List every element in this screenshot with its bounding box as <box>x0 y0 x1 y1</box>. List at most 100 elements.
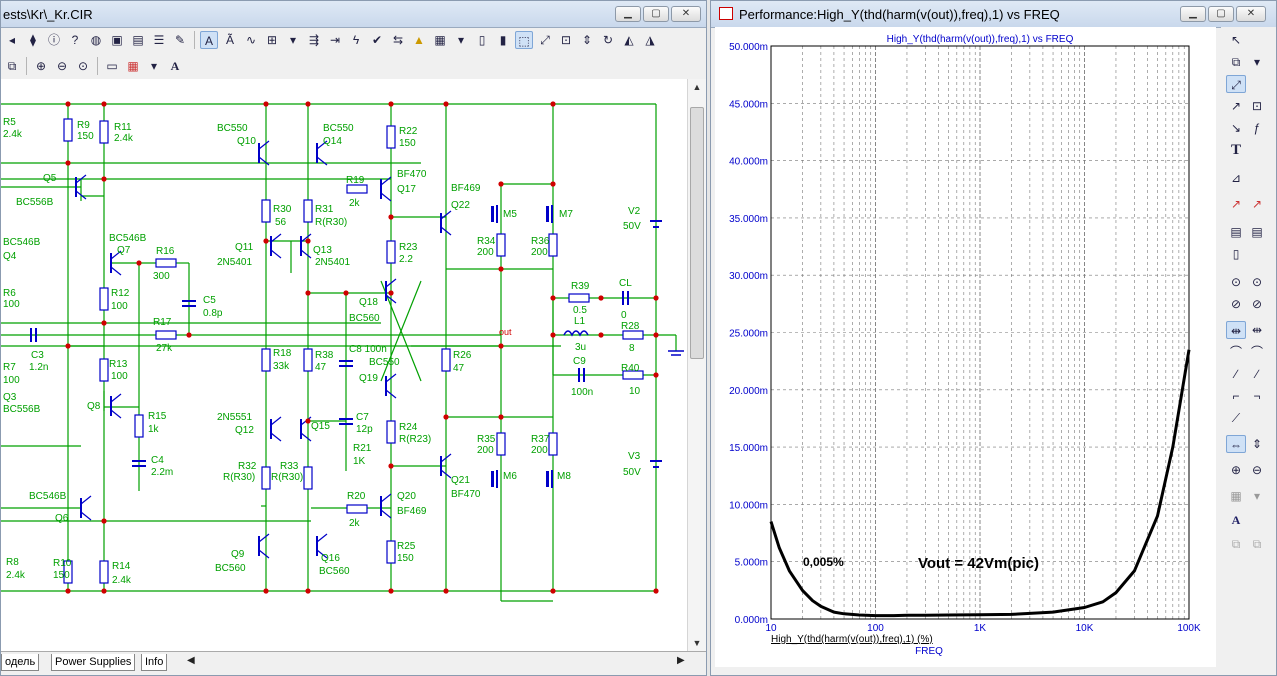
pointer-icon[interactable]: ↖ <box>1230 33 1242 47</box>
maximize-button[interactable]: ▢ <box>643 6 669 22</box>
flash-icon[interactable]: ϟ <box>352 33 360 47</box>
layers-icon[interactable]: ⧉ <box>7 59 17 73</box>
mirror-h-icon[interactable]: ◮ <box>645 33 655 47</box>
edit-icon[interactable]: ✎ <box>174 33 186 47</box>
measure-icon[interactable]: ⊡ <box>1251 99 1263 113</box>
zoom-in-icon-2[interactable]: ⊕ <box>1230 463 1242 477</box>
minimize-button-2[interactable]: ▁ <box>1180 6 1206 22</box>
grid-dots-icon[interactable]: ▦ <box>434 33 446 47</box>
region-icon[interactable]: ⊡ <box>560 33 572 47</box>
color-palette-icon[interactable]: ▦ <box>127 59 139 73</box>
pages-icon[interactable]: ▮ <box>499 33 507 47</box>
table-icon[interactable]: ▤ <box>1230 225 1242 239</box>
mirror-icon[interactable]: ◭ <box>624 33 634 47</box>
component-icon[interactable]: ⧫ <box>30 33 36 47</box>
dropdown-icon-2[interactable]: ▾ <box>457 33 465 47</box>
maximize-button-2[interactable]: ▢ <box>1208 6 1234 22</box>
junction-dot <box>263 588 269 594</box>
span-icon[interactable]: ⇔ <box>1226 435 1246 453</box>
check-icon[interactable]: ✔ <box>371 33 383 47</box>
copy-icon[interactable]: ⧉ <box>1231 55 1241 69</box>
search-left-icon[interactable]: ⊙ <box>1230 275 1242 289</box>
minimize-button[interactable]: ▁ <box>615 6 641 22</box>
formula-icon[interactable]: ƒ <box>1253 121 1261 135</box>
connect-icon[interactable]: ⇶ <box>308 33 320 47</box>
node-names-icon[interactable]: Ã <box>225 33 234 47</box>
dropdown-icon-3[interactable]: ▾ <box>150 59 158 73</box>
notes-icon[interactable]: ▤ <box>132 33 144 47</box>
peak-left-icon[interactable]: ⇹ <box>1226 321 1246 339</box>
slope-icon[interactable]: ∕ <box>1234 367 1237 381</box>
select-icon[interactable]: ⬚ <box>515 31 533 49</box>
wire-icon[interactable]: ⇆ <box>392 33 404 47</box>
stack-2-icon[interactable]: ⧉ <box>1252 537 1262 551</box>
font-icon[interactable]: A <box>170 59 180 73</box>
junction-dot <box>101 101 107 107</box>
x-tick-label: 100K <box>1177 623 1201 634</box>
grid-icon-2[interactable]: ▦ <box>1230 489 1242 503</box>
tab-info[interactable]: Info <box>141 654 168 671</box>
wave-2-icon[interactable]: ⌒ <box>1250 345 1263 359</box>
zoom-out-icon-2[interactable]: ⊖ <box>1251 463 1263 477</box>
vertical-scrollbar[interactable]: ▲ ▼ <box>687 79 706 651</box>
flip-icon[interactable]: ⇕ <box>581 33 593 47</box>
camera-icon[interactable]: ▣ <box>111 33 123 47</box>
zoom-in-icon[interactable]: ⊕ <box>35 59 47 73</box>
stack-icon[interactable]: ⧉ <box>1231 537 1241 551</box>
tag-icon[interactable]: ⊿ <box>1230 171 1242 185</box>
cursor-mode-icon[interactable]: ↗ <box>1230 99 1242 113</box>
tab-power-supplies[interactable]: Power Supplies <box>51 654 136 671</box>
dropdown-icon[interactable]: ▾ <box>289 33 297 47</box>
schematic-window: ests\Kr\_Kr.CIR ▁ ▢ ✕ ◂ ⧫ ⓘ ? ◍ ▣ ▤ ☰ ✎ … <box>0 0 707 676</box>
globe-icon[interactable]: ◍ <box>90 33 102 47</box>
pin-names-icon[interactable]: ∿ <box>245 33 257 47</box>
help-icon[interactable]: ? <box>71 33 79 47</box>
search-right-icon[interactable]: ⊙ <box>1251 275 1263 289</box>
rotate-icon[interactable]: ↻ <box>602 33 614 47</box>
grid-icon[interactable]: ⊞ <box>266 33 278 47</box>
inflect-icon[interactable]: ⟋ <box>1231 411 1241 425</box>
info-icon[interactable]: ⓘ <box>47 33 60 47</box>
high-icon[interactable]: ⌐ <box>1232 389 1240 403</box>
schematic-label: 0.5 <box>573 305 587 316</box>
text-attr-icon[interactable]: A <box>200 31 218 49</box>
arrow-left-icon[interactable]: ◂ <box>8 33 16 47</box>
scroll-right-arrow[interactable]: ▶ <box>677 655 685 666</box>
zoom-out-icon[interactable]: ⊖ <box>56 59 68 73</box>
search-right-2-icon[interactable]: ⊘ <box>1251 297 1263 311</box>
schematic-label: R(R30) <box>315 217 347 228</box>
page-icon-2[interactable]: ▯ <box>1232 247 1240 261</box>
warning-icon[interactable]: ▲ <box>413 33 425 47</box>
scale-icon[interactable]: ⤢ <box>1226 75 1246 93</box>
scroll-up-arrow[interactable]: ▲ <box>692 82 702 92</box>
page-icon[interactable]: ▯ <box>478 33 486 47</box>
dropdown-icon-5[interactable]: ▾ <box>1253 489 1261 503</box>
low-icon[interactable]: ¬ <box>1253 389 1261 403</box>
schematic-label: 2.2 <box>399 254 413 265</box>
plot-area[interactable]: High_Y(thd(harm(v(out)),freq),1) vs FREQ… <box>715 27 1216 667</box>
wave-icon[interactable]: ⌒ <box>1229 345 1242 359</box>
eraser-icon[interactable]: ▭ <box>106 59 118 73</box>
scroll-left-arrow[interactable]: ◀ <box>187 655 195 666</box>
dropdown-icon-4[interactable]: ▾ <box>1253 55 1261 69</box>
data-point-icon[interactable]: ↘ <box>1230 121 1242 135</box>
scroll-thumb[interactable] <box>690 107 704 359</box>
arrow-right-icon[interactable]: ⇥ <box>329 33 341 47</box>
tab-model[interactable]: одель <box>1 654 40 671</box>
scroll-down-arrow[interactable]: ▼ <box>692 638 702 648</box>
font-icon-2[interactable]: A <box>1231 513 1241 527</box>
table-2-icon[interactable]: ▤ <box>1251 225 1263 239</box>
zoom-fit-icon[interactable]: ⊙ <box>77 59 89 73</box>
peak-icon[interactable]: ↗ <box>1230 197 1242 211</box>
fit-icon[interactable]: ⤢ <box>540 33 550 47</box>
close-button-2[interactable]: ✕ <box>1236 6 1266 22</box>
slope-2-icon[interactable]: ∕ <box>1255 367 1258 381</box>
peak-right-icon[interactable]: ⇹ <box>1251 323 1263 337</box>
span-2-icon[interactable]: ⇕ <box>1251 437 1263 451</box>
search-left-2-icon[interactable]: ⊘ <box>1230 297 1242 311</box>
text-icon[interactable]: T <box>1230 142 1241 158</box>
list-icon[interactable]: ☰ <box>153 33 165 47</box>
valley-icon[interactable]: ↗ <box>1251 197 1263 211</box>
close-button[interactable]: ✕ <box>671 6 701 22</box>
